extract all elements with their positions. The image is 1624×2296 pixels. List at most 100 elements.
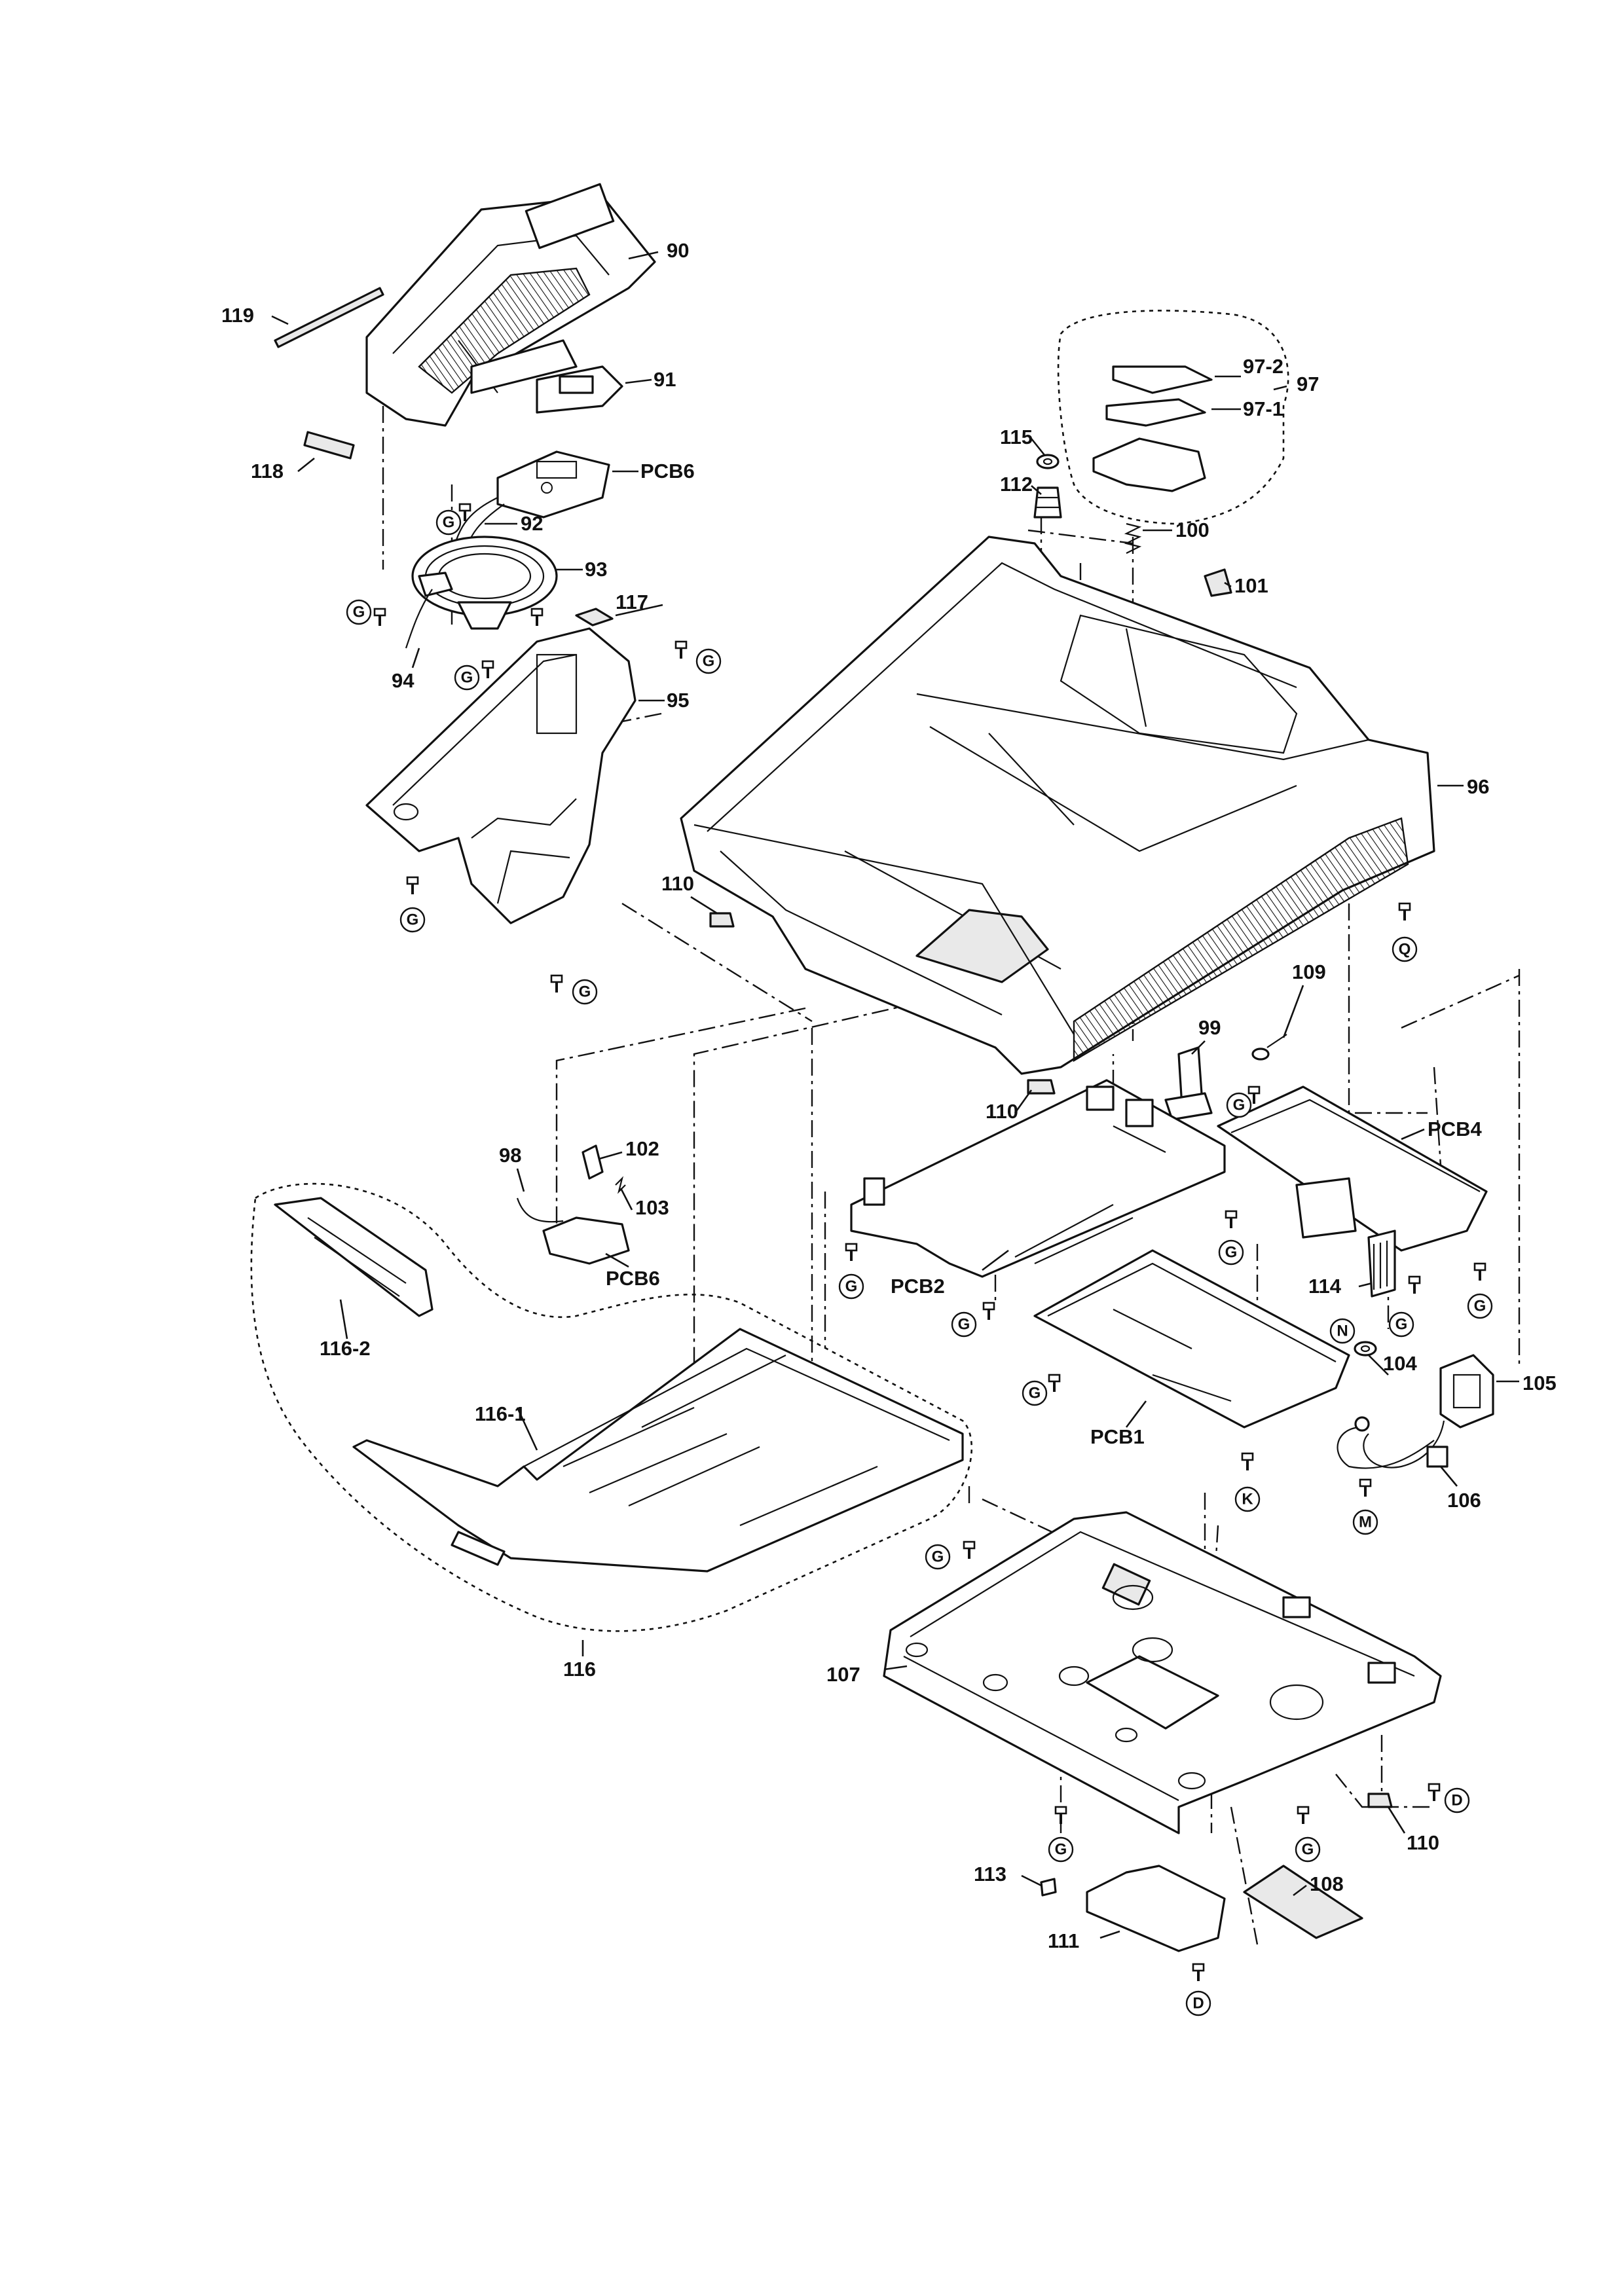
part-109-fastener <box>1251 1034 1287 1061</box>
svg-text:G: G <box>443 514 455 532</box>
part-pcb1 <box>1033 1249 1350 1429</box>
svg-text:G: G <box>932 1548 944 1566</box>
svg-text:G: G <box>1474 1298 1486 1315</box>
part-105-ac-inlet <box>1439 1354 1519 1429</box>
screw-code-k: K <box>1234 1486 1261 1512</box>
screw-code-g-9: G <box>838 1273 864 1300</box>
screw-code-g-11: G <box>1467 1293 1493 1319</box>
label-pcb6-upper: PCB6 <box>640 460 695 483</box>
screw-code-g-13: G <box>1022 1380 1048 1406</box>
svg-text:G: G <box>1029 1385 1041 1402</box>
svg-text:D: D <box>1192 1995 1204 2013</box>
screw-code-g-8: G <box>1218 1239 1244 1266</box>
screw-code-g-16: G <box>1295 1836 1321 1863</box>
label-109: 109 <box>1292 960 1326 983</box>
label-119: 119 <box>221 304 254 327</box>
part-100-spring <box>1124 522 1172 554</box>
svg-text:G: G <box>703 653 715 670</box>
screw-code-g-15: G <box>1048 1836 1074 1863</box>
part-108-sheet <box>1243 1865 1363 1939</box>
svg-text:G: G <box>579 983 591 1001</box>
screw-code-m: M <box>1352 1509 1378 1535</box>
part-116-paper-tray <box>250 1182 973 1656</box>
svg-text:Q: Q <box>1399 941 1411 958</box>
part-115-washer <box>1036 454 1060 469</box>
part-117-label <box>575 608 614 627</box>
svg-text:G: G <box>1395 1316 1408 1334</box>
label-97-1: 97-1 <box>1243 397 1283 420</box>
part-90-keypad-cover <box>365 183 656 427</box>
part-118-label <box>303 431 355 460</box>
label-97: 97 <box>1297 373 1319 395</box>
screw-code-g-14: G <box>925 1544 951 1570</box>
label-116-2: 116-2 <box>320 1337 371 1360</box>
svg-text:G: G <box>1055 1841 1067 1859</box>
leader-lines <box>271 251 1458 1897</box>
part-pcb6-lower <box>516 1144 630 1265</box>
label-114: 114 <box>1308 1275 1342 1298</box>
part-112-spring <box>1033 486 1062 519</box>
svg-text:G: G <box>1302 1841 1314 1859</box>
part-91-switch <box>536 365 652 414</box>
screw-codes: G G G G G G Q G G G G G G N G K M G G G … <box>346 509 1493 2016</box>
label-97-2: 97-2 <box>1243 355 1283 378</box>
screw-code-g-7: G <box>1226 1092 1252 1118</box>
label-90: 90 <box>667 239 689 262</box>
screw-code-g-12: G <box>1388 1311 1414 1338</box>
label-103: 103 <box>635 1196 669 1219</box>
label-111: 111 <box>1048 1929 1079 1952</box>
svg-text:G: G <box>845 1278 858 1296</box>
part-96-main-housing <box>680 536 1464 1075</box>
label-92: 92 <box>521 512 543 535</box>
part-111-cover <box>1086 1865 1226 1952</box>
label-91: 91 <box>654 368 676 391</box>
label-98: 98 <box>499 1144 521 1167</box>
svg-text:G: G <box>958 1316 970 1334</box>
screw-code-g-3: G <box>454 665 480 691</box>
label-104: 104 <box>1383 1352 1417 1375</box>
part-99-bracket <box>1164 1046 1213 1121</box>
screw-code-g-6: G <box>572 979 598 1005</box>
label-115: 115 <box>1000 426 1033 448</box>
label-116-1: 116-1 <box>475 1402 526 1425</box>
svg-text:K: K <box>1242 1491 1253 1508</box>
part-95-speaker-holder <box>365 627 665 924</box>
label-116: 116 <box>563 1658 596 1681</box>
label-102: 102 <box>625 1137 659 1160</box>
label-pcb2: PCB2 <box>891 1275 945 1298</box>
screw-code-q: Q <box>1392 936 1418 962</box>
svg-text:D: D <box>1451 1792 1462 1810</box>
part-110-foot-b <box>1027 1079 1056 1095</box>
part-119-tape <box>274 287 384 348</box>
part-113-clip <box>1040 1878 1057 1897</box>
screw-code-n: N <box>1329 1318 1356 1344</box>
label-101: 101 <box>1234 574 1268 597</box>
part-pcb4 <box>1217 1085 1488 1252</box>
svg-text:N: N <box>1337 1322 1348 1340</box>
part-97-group <box>1057 310 1289 525</box>
label-110-c: 110 <box>1407 1831 1439 1854</box>
part-110-foot-a <box>709 912 735 928</box>
label-110-b: 110 <box>986 1100 1018 1123</box>
label-118: 118 <box>251 460 284 483</box>
label-105: 105 <box>1522 1372 1557 1394</box>
part-pcb2 <box>850 1079 1226 1278</box>
part-104-washer <box>1354 1341 1377 1357</box>
label-95: 95 <box>667 689 689 712</box>
part-106-harness <box>1337 1416 1449 1469</box>
part-101-sheet <box>1204 568 1232 597</box>
screw-code-d-2: D <box>1185 1990 1211 2016</box>
part-94-wire <box>405 589 433 649</box>
label-94: 94 <box>392 669 415 692</box>
svg-text:M: M <box>1359 1514 1372 1531</box>
label-pcb1: PCB1 <box>1090 1425 1145 1448</box>
screw-code-g-4: G <box>695 648 722 674</box>
screw-code-g-10: G <box>951 1311 977 1338</box>
label-112: 112 <box>1000 473 1033 496</box>
label-pcb6-lower: PCB6 <box>606 1267 660 1290</box>
label-100: 100 <box>1175 519 1209 541</box>
label-93: 93 <box>585 558 607 581</box>
screw-code-g-5: G <box>399 907 426 933</box>
svg-text:G: G <box>1225 1244 1238 1262</box>
